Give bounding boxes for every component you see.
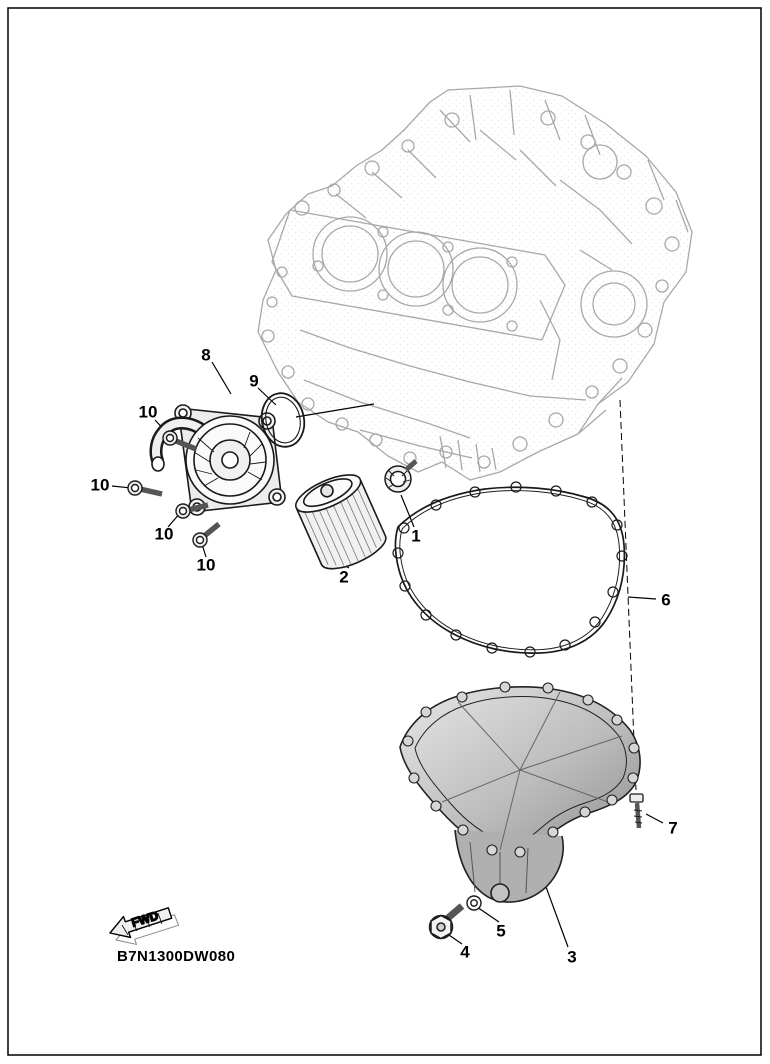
flange-bolt-3: [175, 502, 209, 519]
callout-4[interactable]: 4: [460, 942, 470, 962]
oil-filter-part: [294, 474, 387, 570]
washer-part: [466, 895, 482, 911]
flange-bolt-2: [127, 480, 163, 497]
diagram-code: B7N1300DW080: [117, 948, 236, 965]
callout-5[interactable]: 5: [496, 921, 506, 941]
callout-10-b[interactable]: 10: [90, 475, 110, 495]
callout-7[interactable]: 7: [668, 818, 678, 838]
drain-bolt-part: [428, 903, 465, 940]
callout-10-d[interactable]: 10: [196, 555, 216, 575]
callout-1[interactable]: 1: [411, 526, 421, 546]
callout-6[interactable]: 6: [661, 590, 671, 610]
union-bolt-part: [384, 459, 418, 493]
oil-pan-part: [399, 681, 641, 903]
page-border: [7, 7, 762, 1056]
gasket-part: [392, 481, 628, 658]
flange-bolt-1: [162, 430, 198, 452]
flange-bolt-4: [192, 521, 221, 548]
callout-10-a[interactable]: 10: [138, 402, 158, 422]
oil-cooler-part: [149, 404, 286, 516]
fwd-arrow: FWD: [109, 907, 180, 945]
flange-bolt-part: [127, 430, 221, 548]
callout-8[interactable]: 8: [201, 345, 211, 365]
bolt-part: [629, 793, 644, 829]
callout-9[interactable]: 9: [249, 371, 259, 391]
callout-10-c[interactable]: 10: [154, 524, 174, 544]
engine-block-illustration: [257, 85, 693, 481]
o-ring-part: [260, 392, 306, 448]
callout-3[interactable]: 3: [567, 947, 577, 967]
callout-2[interactable]: 2: [339, 567, 349, 587]
